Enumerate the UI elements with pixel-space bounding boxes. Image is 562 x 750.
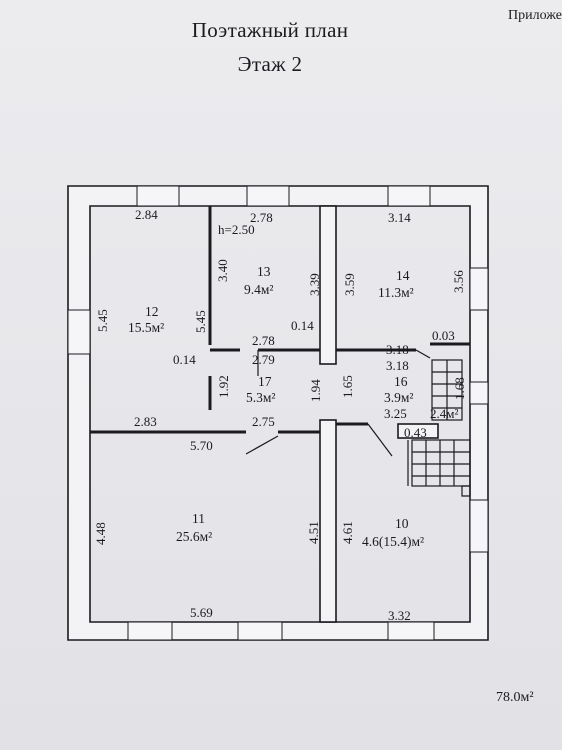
dimension-label: 4.61 [340,521,355,544]
dimension-label: 2.83 [134,414,157,429]
room-16-number: 16 [394,374,408,389]
total-area: 78.0м² [496,690,534,705]
room-13-number: 13 [257,264,271,279]
dimension-label: 3.18 [386,342,409,357]
door-swing [415,349,431,359]
dimension-label: 4.48 [93,522,108,545]
dimension-label: 2.4м² [430,406,458,421]
room-13-area: 9.4м² [244,282,273,297]
partition [319,205,337,365]
dimension-label: 3.59 [342,273,357,296]
appendix-label: Приложе [508,8,562,23]
dimension-label: 3.14 [388,210,411,225]
room-10-area: 4.6(15.4)м² [362,534,424,549]
dimension-label: 1.65 [340,375,355,398]
dimension-label: 3.40 [215,259,230,282]
dimension-label: 5.45 [193,310,208,333]
plan-title: Поэтажный план [191,18,349,42]
partition [319,419,337,623]
window [127,621,173,641]
dimension-label: 1.94 [308,379,323,402]
room-11-number: 11 [192,511,205,526]
door-swing [367,423,393,457]
window [469,267,489,311]
window [67,309,91,355]
dimension-label: 2.84 [135,207,158,222]
dimension-label: 2.78 [252,333,275,348]
window [237,621,283,641]
dimension-label: 0.14 [291,318,314,333]
room-14-area: 11.3м² [378,285,414,300]
window [469,499,489,553]
dimension-label: 0.14 [173,352,196,367]
window [136,185,180,207]
dimension-label: 5.70 [190,438,213,453]
window [387,621,435,641]
dimension-label: 4.51 [306,521,321,544]
outer-wall [67,185,489,641]
window [246,185,290,207]
dimension-label: 3.32 [388,608,411,623]
dimension-label: 2.75 [252,414,275,429]
room-17-area: 5.3м² [246,390,275,405]
partition [397,423,439,439]
dimension-label: 2.78 [250,210,273,225]
room-17-number: 17 [258,374,272,389]
door-swing [245,435,279,455]
ceiling-height: h=2.50 [218,222,255,237]
dimension-label: 0.03 [432,328,455,343]
dimension-label: 5.45 [95,309,110,332]
room-12-number: 12 [145,304,159,319]
dimension-label: 1.68 [452,377,467,400]
dimension-label: 0.43 [404,425,427,440]
dimension-label: 5.69 [190,605,213,620]
staircase [411,359,471,497]
dimension-label: 3.18 [386,358,409,373]
dimension-label: 1.92 [216,375,231,398]
room-14-number: 14 [396,268,410,283]
room-10-number: 10 [395,516,409,531]
dimension-label: 2.79 [252,352,275,367]
window [387,185,431,207]
floor-title: Этаж 2 [237,52,303,76]
room-16-area: 3.9м² [384,390,413,405]
room-12-area: 15.5м² [128,320,164,335]
dimension-label: 3.56 [451,270,466,293]
dimension-label: 3.39 [307,273,322,296]
room-11-area: 25.6м² [176,529,212,544]
dimension-label: 3.25 [384,406,407,421]
window [469,381,489,405]
